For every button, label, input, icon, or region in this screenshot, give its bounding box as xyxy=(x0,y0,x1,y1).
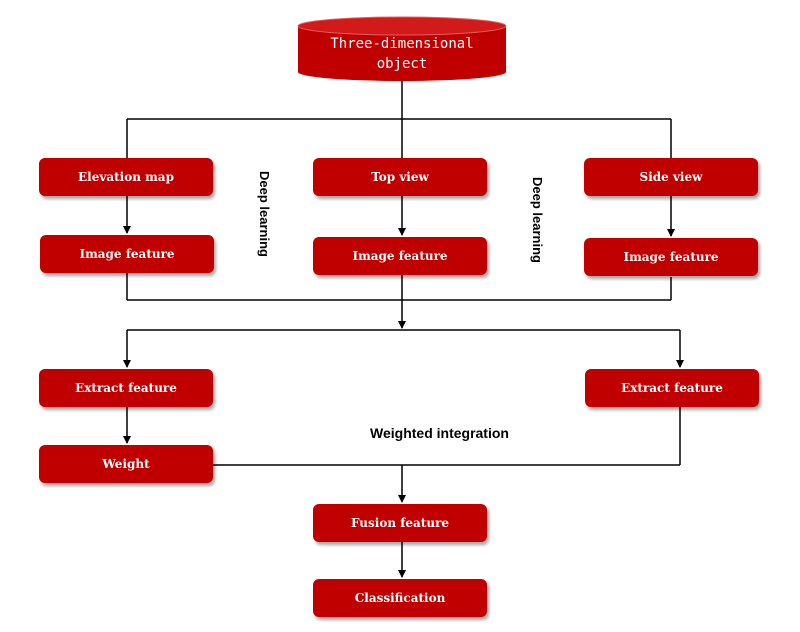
deep-learning-left-label: Deep learning xyxy=(257,171,272,257)
elevation-map-box: Elevation map xyxy=(39,158,213,196)
fusion-feature-box: Fusion feature xyxy=(313,504,487,542)
image-feature-left-box: Image feature xyxy=(40,235,214,273)
image-feature-center-box: Image feature xyxy=(313,237,487,275)
side-view-box: Side view xyxy=(584,158,758,196)
extract-feature-right-box: Extract feature xyxy=(585,369,759,407)
source-label: Three-dimensional object xyxy=(330,36,474,72)
deep-learning-right-label: Deep learning xyxy=(530,177,545,263)
weight-box: Weight xyxy=(39,445,213,483)
source-cylinder xyxy=(297,16,507,81)
classification-box: Classification xyxy=(313,579,487,617)
image-feature-right-box: Image feature xyxy=(584,238,758,276)
weighted-integration-label: Weighted integration xyxy=(370,425,509,441)
extract-feature-left-box: Extract feature xyxy=(39,369,213,407)
top-view-box: Top view xyxy=(313,158,487,196)
